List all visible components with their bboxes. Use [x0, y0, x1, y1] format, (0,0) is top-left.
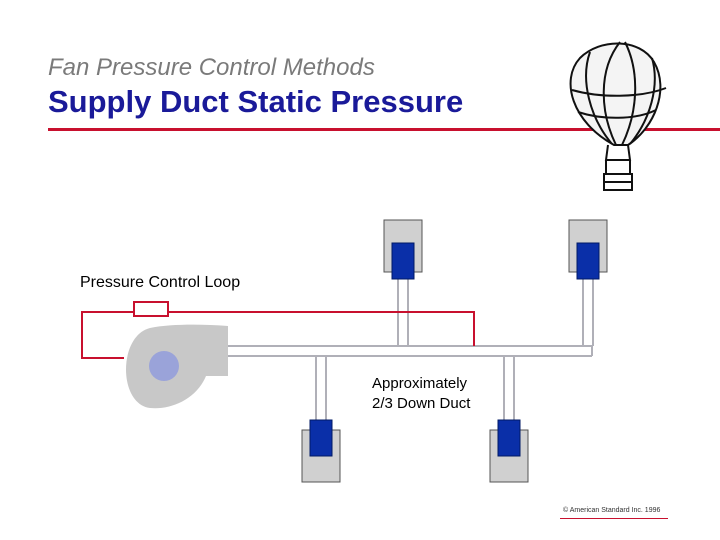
copyright-notice: © American Standard Inc. 1996 [563, 507, 661, 514]
damper-icon [576, 242, 600, 280]
balloon-gore [585, 51, 613, 145]
balloon-gore [602, 41, 621, 146]
fan-wheel [149, 351, 179, 381]
pressure-controller [133, 301, 169, 317]
hot-air-balloon-icon [569, 41, 667, 191]
slide-subtitle: Fan Pressure Control Methods [48, 54, 375, 81]
damper-icon [309, 419, 333, 457]
terminal-box-bottom-1 [301, 419, 341, 483]
terminal-box-bottom-2 [489, 419, 529, 483]
balloon-band [571, 87, 667, 97]
supply-fan [126, 324, 228, 409]
balloon-band [577, 109, 657, 119]
balloon-gore [621, 41, 637, 146]
branch-duct-down-1 [315, 356, 327, 424]
branch-duct-up-2 [582, 278, 594, 346]
terminal-box-top-1 [383, 219, 423, 280]
pressure-control-loop [81, 301, 475, 359]
annotation-line-1: Approximately [372, 375, 468, 392]
title-rule [48, 128, 720, 131]
damper-icon [391, 242, 415, 280]
copyright-rule [560, 518, 668, 519]
main-supply-duct [228, 345, 593, 357]
slide-title: Supply Duct Static Pressure [48, 84, 464, 119]
sensor-location-annotation: Approximately 2/3 Down Duct [372, 374, 470, 414]
balloon-gore [629, 57, 656, 145]
annotation-line-2: 2/3 Down Duct [372, 395, 471, 412]
damper-icon [497, 419, 521, 457]
branch-duct-down-2 [503, 356, 515, 424]
terminal-box-top-2 [568, 219, 608, 280]
balloon-neck [604, 144, 632, 161]
pressure-control-loop-label: Pressure Control Loop [80, 274, 241, 291]
